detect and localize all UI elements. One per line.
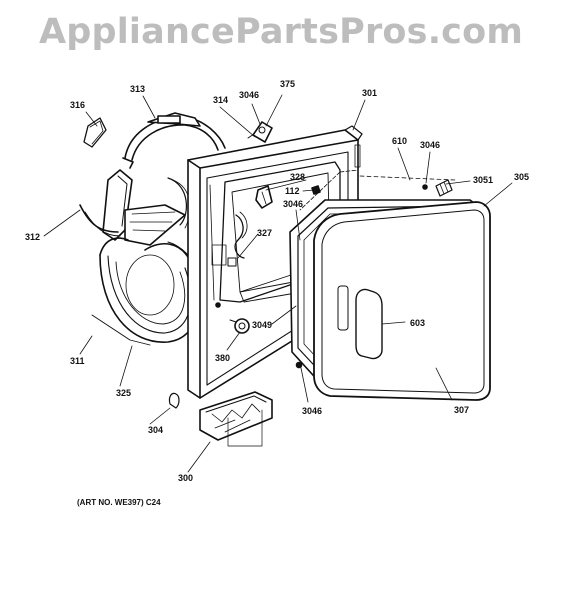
callout-304: 304 (148, 425, 163, 435)
part-304-button (168, 392, 180, 409)
part-328-switch (255, 185, 273, 209)
callout-3051: 3051 (473, 175, 493, 185)
watermark-logo: AppliancePartsPros.com (38, 12, 524, 52)
part-301-front-panel (187, 125, 363, 399)
part-327-latch (227, 211, 248, 267)
part-375-door-switch (247, 121, 273, 143)
callout-375: 375 (280, 79, 295, 89)
part-380-knob (229, 318, 250, 334)
callout-327: 327 (257, 228, 272, 238)
callout-380: 380 (215, 353, 230, 363)
callout-316: 316 (70, 100, 85, 110)
part-313-bracket (122, 112, 226, 169)
part-312-drum-front (79, 169, 200, 343)
part-305-outer-door (313, 201, 491, 401)
callout-305: 305 (514, 172, 529, 182)
callout-112: 112 (285, 186, 300, 196)
callout-3046-top: 3046 (239, 90, 259, 100)
callout-314: 314 (213, 95, 228, 105)
callout-311: 311 (70, 356, 85, 366)
callout-325: 325 (116, 388, 131, 398)
part-311-seal-group (91, 314, 151, 346)
callout-labels: 316 313 314 3046 375 301 328 112 610 304… (25, 79, 529, 483)
callout-301: 301 (362, 88, 377, 98)
part-112-screw (311, 185, 321, 195)
callout-3049: 3049 (252, 320, 272, 330)
callout-603: 603 (410, 318, 425, 328)
leader-lines (43, 94, 513, 473)
callout-3046-bottom: 3046 (302, 406, 322, 416)
callout-312: 312 (25, 232, 40, 242)
part-3051-strike (422, 179, 453, 197)
callout-3046-mid: 3046 (283, 199, 303, 209)
part-300-lint-filter (199, 391, 273, 447)
callout-328: 328 (290, 172, 305, 182)
part-603-handle (355, 288, 383, 360)
callout-307: 307 (454, 405, 469, 415)
callout-610: 610 (392, 136, 407, 146)
part-316-pad (83, 117, 107, 148)
callout-300: 300 (178, 473, 193, 483)
art-number-caption: (ART NO. WE397) C24 (77, 498, 161, 507)
callout-313: 313 (130, 84, 145, 94)
callout-3046-right: 3046 (420, 140, 440, 150)
